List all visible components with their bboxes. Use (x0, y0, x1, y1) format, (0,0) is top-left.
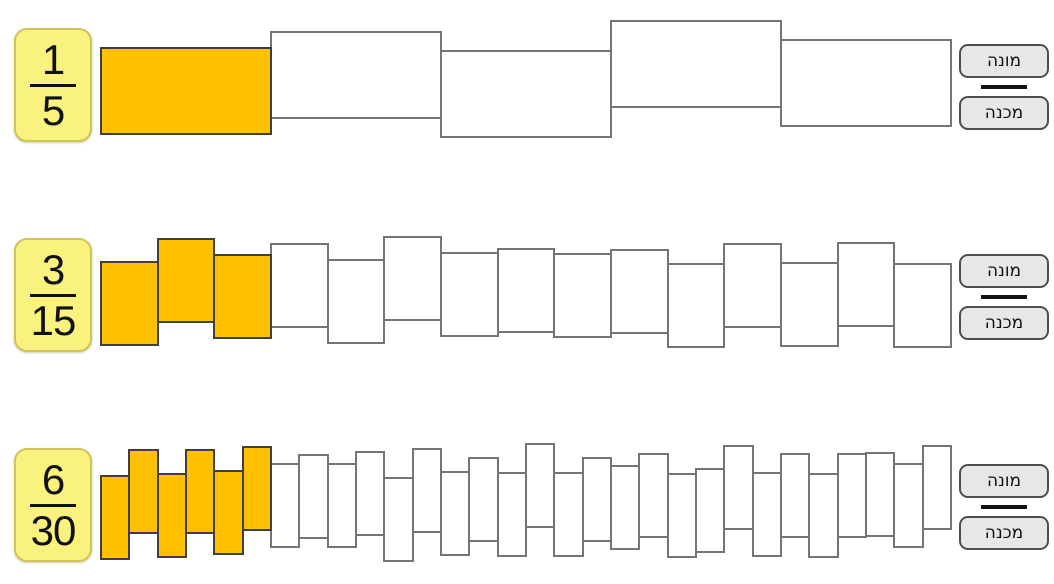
strip-segment-empty[interactable] (667, 263, 725, 348)
segment-strip (100, 210, 954, 385)
numerator-button[interactable]: מונה (959, 254, 1049, 288)
strip-segment-empty[interactable] (383, 236, 442, 321)
denominator-button[interactable]: מכנה (959, 96, 1049, 130)
strip-segment-filled[interactable] (185, 449, 215, 534)
strip-segment-empty[interactable] (723, 445, 754, 530)
strip-segment-empty[interactable] (440, 252, 499, 337)
fraction-row-1: 1 5 מונה מכנה (0, 0, 1054, 175)
strip-segment-empty[interactable] (893, 463, 924, 548)
strip-segment-empty[interactable] (922, 445, 952, 530)
strip-segment-empty[interactable] (780, 39, 952, 127)
strip-segment-empty[interactable] (752, 472, 782, 557)
strip-segment-filled[interactable] (157, 473, 187, 558)
fraction-denominator: 15 (30, 296, 77, 344)
numerator-button[interactable]: מונה (959, 44, 1049, 78)
fraction-card[interactable]: 6 30 (14, 448, 92, 562)
fraction-card[interactable]: 3 15 (14, 238, 92, 352)
fraction-label-buttons: מונה מכנה (959, 254, 1049, 340)
fraction-row-3: 6 30 מונה מכנה (0, 420, 1054, 584)
strip-segment-filled[interactable] (100, 47, 272, 135)
fraction-bar (30, 293, 76, 297)
strip-segment-filled[interactable] (157, 238, 215, 323)
strip-segment-empty[interactable] (893, 263, 952, 348)
strip-segment-filled[interactable] (100, 475, 130, 560)
strip-segment-empty[interactable] (780, 262, 839, 347)
strip-segment-empty[interactable] (327, 463, 357, 548)
fraction-numerator: 1 (41, 35, 65, 83)
strip-segment-empty[interactable] (525, 443, 555, 528)
fraction-label-buttons: מונה מכנה (959, 44, 1049, 130)
fraction-numerator: 6 (41, 455, 65, 503)
strip-segment-filled[interactable] (100, 261, 159, 346)
fraction-bar (30, 83, 76, 87)
strip-segment-empty[interactable] (298, 454, 329, 539)
strip-segment-empty[interactable] (270, 463, 300, 548)
strip-segment-empty[interactable] (440, 50, 612, 138)
strip-segment-empty[interactable] (667, 473, 697, 558)
strip-segment-empty[interactable] (270, 31, 442, 119)
strip-segment-empty[interactable] (610, 20, 782, 108)
strip-segment-empty[interactable] (270, 243, 329, 328)
strip-segment-empty[interactable] (497, 472, 527, 557)
fraction-row-2: 3 15 מונה מכנה (0, 210, 1054, 385)
denominator-button[interactable]: מכנה (959, 516, 1049, 550)
strip-segment-filled[interactable] (213, 254, 272, 339)
strip-segment-empty[interactable] (610, 465, 640, 550)
strip-segment-filled[interactable] (242, 446, 272, 531)
button-fraction-bar (981, 295, 1027, 299)
strip-segment-empty[interactable] (440, 471, 470, 556)
fraction-label-buttons: מונה מכנה (959, 464, 1049, 550)
fraction-denominator: 5 (41, 86, 65, 134)
strip-segment-empty[interactable] (497, 248, 555, 333)
strip-segment-empty[interactable] (610, 249, 669, 334)
fraction-bar (30, 503, 76, 507)
strip-segment-empty[interactable] (582, 457, 612, 542)
strip-segment-empty[interactable] (638, 453, 669, 538)
segment-strip (100, 420, 954, 584)
strip-segment-empty[interactable] (723, 243, 782, 328)
strip-segment-empty[interactable] (695, 468, 725, 553)
strip-segment-empty[interactable] (780, 453, 810, 538)
strip-segment-empty[interactable] (553, 472, 584, 557)
strip-segment-empty[interactable] (468, 457, 499, 542)
button-fraction-bar (981, 85, 1027, 89)
strip-segment-empty[interactable] (837, 242, 895, 327)
fraction-denominator: 30 (30, 506, 77, 554)
strip-segment-empty[interactable] (412, 448, 442, 533)
denominator-button[interactable]: מכנה (959, 306, 1049, 340)
strip-segment-empty[interactable] (837, 453, 867, 538)
segment-strip (100, 0, 954, 175)
strip-segment-empty[interactable] (553, 253, 612, 338)
strip-segment-empty[interactable] (865, 452, 895, 537)
strip-segment-empty[interactable] (327, 259, 385, 344)
fraction-card[interactable]: 1 5 (14, 28, 92, 142)
strip-segment-filled[interactable] (128, 449, 159, 534)
button-fraction-bar (981, 505, 1027, 509)
fraction-numerator: 3 (41, 245, 65, 293)
strip-segment-empty[interactable] (808, 473, 839, 558)
strip-segment-filled[interactable] (213, 470, 244, 555)
numerator-button[interactable]: מונה (959, 464, 1049, 498)
strip-segment-empty[interactable] (355, 451, 385, 536)
strip-segment-empty[interactable] (383, 477, 414, 562)
